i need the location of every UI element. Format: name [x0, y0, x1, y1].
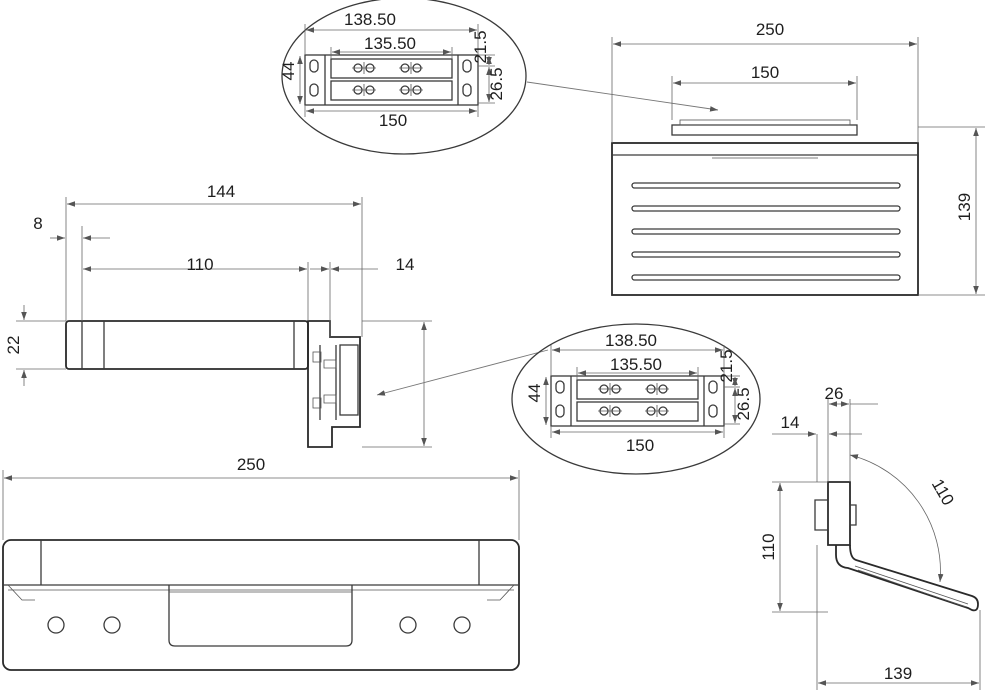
shelf-body [611, 142, 919, 296]
dim-thickness: 22 [4, 336, 23, 355]
dim-shelf-depth: 110 [186, 255, 213, 274]
front-view: 250 150 139 [611, 20, 985, 296]
dim-wall-offset: 8 [33, 214, 42, 233]
dim-height-mid: 44 [525, 384, 544, 403]
dim-angle-radius: 110 [928, 476, 958, 509]
dim-hole-height: 26.5 [487, 67, 506, 100]
dim-plate-width: 150 [751, 63, 779, 82]
screw-holes [352, 62, 423, 96]
tilted-bracket [827, 481, 851, 546]
shelf-arm [65, 320, 309, 370]
dim-wall-offset-tilted: 14 [781, 413, 800, 432]
bottom-view: 250 [2, 455, 520, 671]
tilted-view: 26 14 110 110 139 [759, 384, 981, 690]
shelf-bottom [2, 539, 520, 671]
dim-overall-length: 144 [207, 182, 235, 201]
detail-ellipse-mid [511, 323, 761, 475]
dim-width-inner: 135.50 [364, 34, 416, 53]
center-bracket [168, 585, 353, 647]
wall-bracket [307, 320, 361, 448]
dim-overall-depth: 139 [884, 664, 912, 683]
detail-view-mid: 138.50 135.50 150 44 21.5 26.5 [511, 323, 761, 475]
dim-hole-spacing: 21.5 [471, 30, 490, 63]
top-plate [671, 124, 858, 136]
dim-base-width-mid: 150 [626, 436, 654, 455]
dim-width-outer-mid: 138.50 [605, 331, 657, 350]
dim-height-tilted: 110 [759, 533, 778, 560]
detail-leader-top [526, 81, 719, 112]
detail-view-top: 138.50 135.50 150 44 21.5 26.5 [279, 0, 527, 155]
dim-overall-width: 250 [756, 20, 784, 39]
mounting-plate [304, 54, 479, 106]
screw-holes-mid [598, 383, 669, 417]
dim-height-139: 139 [955, 193, 974, 221]
drain-slots [631, 182, 901, 281]
dim-hole-spacing-mid: 21.5 [717, 349, 736, 382]
mount-holes [47, 616, 471, 634]
detail-leader-mid [376, 349, 549, 396]
angle-arc [849, 454, 944, 583]
dim-bracket-depth: 14 [396, 255, 415, 274]
dim-bottom-width: 250 [237, 455, 265, 474]
dim-bracket-width: 26 [825, 384, 844, 403]
detail-ellipse-top [281, 0, 527, 155]
dim-width-outer: 138.50 [344, 10, 396, 29]
side-view: 144 8 110 14 22 [4, 182, 432, 448]
dim-height: 44 [279, 62, 298, 81]
dim-hole-height-mid: 26.5 [734, 387, 753, 420]
dim-width-inner-mid: 135.50 [610, 355, 662, 374]
dim-base-width: 150 [379, 111, 407, 130]
